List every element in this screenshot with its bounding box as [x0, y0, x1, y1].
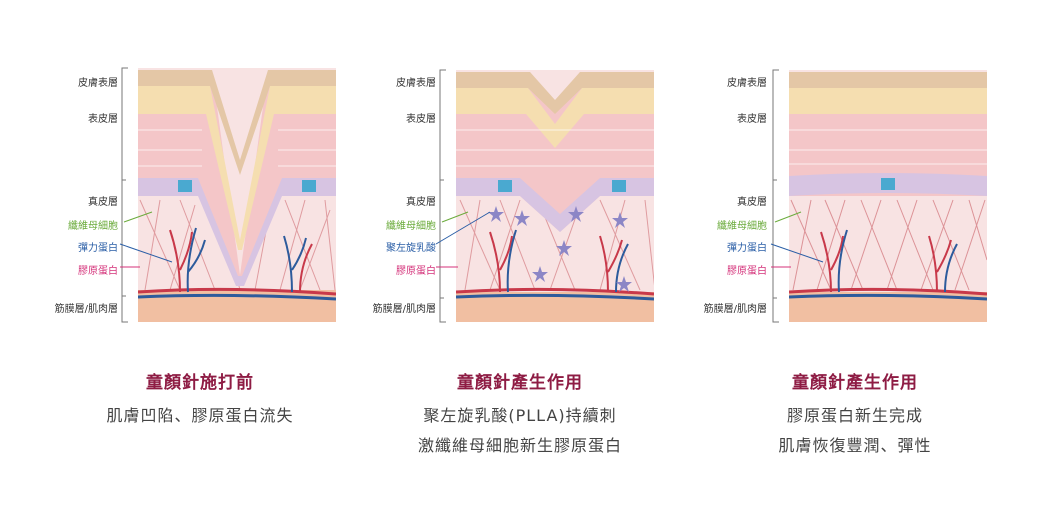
- epidermis-layer: [138, 70, 336, 285]
- label-epidermis: 表皮層: [737, 114, 767, 125]
- plla-particles: [488, 206, 632, 292]
- skin-diagram-before: [119, 67, 336, 323]
- label-fibroblast: 纖維母細胞: [717, 221, 767, 232]
- caption-line: 膠原蛋白新生完成: [786, 406, 923, 425]
- skin-diagram-during: [435, 69, 654, 323]
- blood-vessel: [138, 293, 336, 301]
- label-dermis: 真皮層: [737, 197, 767, 208]
- label-dermis: 真皮層: [88, 197, 118, 208]
- label-skin-surface: 皮膚表層: [727, 78, 767, 89]
- blood-vessel: [138, 287, 336, 296]
- panel-after: 皮膚表層 表皮層 真皮層 纖維母細胞 彈力蛋白 膠原蛋白 筋膜層/肌肉層 童顏針…: [685, 0, 1025, 511]
- caption-title: 童顏針產生作用: [792, 373, 918, 393]
- panel-during: 皮膚表層 表皮層 真皮層 纖維母細胞 聚左旋乳酸 膠原蛋白 筋膜層/肌肉層 童顏…: [350, 0, 690, 511]
- label-skin-surface: 皮膚表層: [78, 78, 118, 89]
- caption-title: 童顏針施打前: [146, 373, 254, 393]
- surface-layer: [138, 70, 336, 175]
- panel-before: 皮膚表層 表皮層 真皮層 纖維母細胞 彈力蛋白 膠原蛋白 筋膜層/肌肉層 童顏針…: [30, 0, 370, 511]
- caption-title: 童顏針產生作用: [457, 373, 583, 393]
- caption-line: 肌膚恢復豐潤、彈性: [778, 436, 932, 455]
- label-fascia-muscle: 筋膜層/肌肉層: [54, 304, 118, 315]
- label-collagen: 膠原蛋白: [727, 266, 767, 277]
- label-fascia-muscle: 筋膜層/肌肉層: [703, 304, 767, 315]
- caption-line: 肌膚凹陷、膠原蛋白流失: [106, 406, 294, 425]
- layer-bracket: [121, 67, 128, 323]
- label-collagen: 膠原蛋白: [78, 266, 118, 277]
- label-elastin: 彈力蛋白: [78, 243, 118, 254]
- label-plla: 聚左旋乳酸: [386, 243, 436, 254]
- label-skin-surface: 皮膚表層: [396, 78, 436, 89]
- caption-line: 激纖維母細胞新生膠原蛋白: [417, 436, 622, 455]
- basal-layer: [138, 178, 336, 286]
- label-fibroblast: 纖維母細胞: [386, 221, 436, 232]
- skin-diagram-after: [770, 69, 987, 323]
- stratum-layer: [138, 86, 336, 250]
- label-elastin: 彈力蛋白: [727, 243, 767, 254]
- label-dermis: 真皮層: [406, 197, 436, 208]
- label-fascia-muscle: 筋膜層/肌肉層: [372, 304, 436, 315]
- label-fibroblast: 纖維母細胞: [68, 221, 118, 232]
- label-collagen: 膠原蛋白: [396, 266, 436, 277]
- label-epidermis: 表皮層: [88, 114, 118, 125]
- label-epidermis: 表皮層: [406, 114, 436, 125]
- caption-line: 聚左旋乳酸(PLLA)持續刺: [423, 406, 617, 425]
